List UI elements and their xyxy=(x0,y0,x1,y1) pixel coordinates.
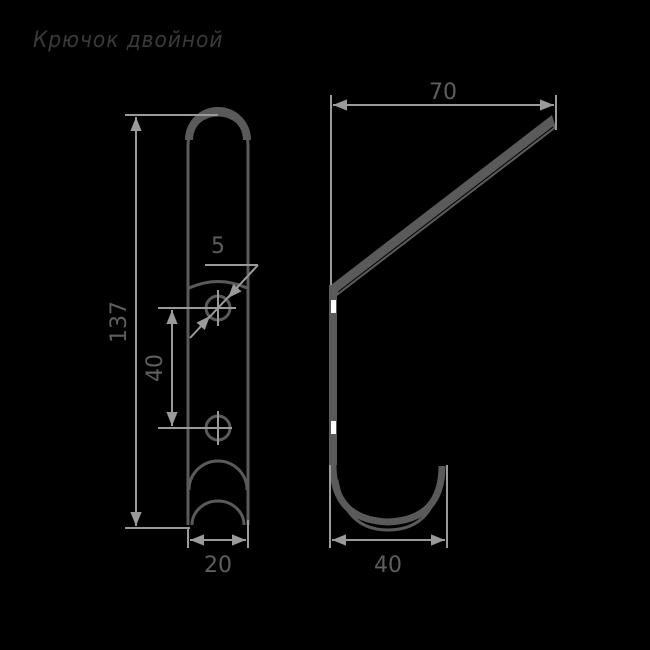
screw-slot-bottom xyxy=(331,421,336,434)
lower-hook-arc-inner xyxy=(190,499,246,526)
dim-reach: 70 xyxy=(429,80,457,105)
dim-hole-spacing: 40 xyxy=(143,354,168,382)
dim-height: 137 xyxy=(107,301,132,343)
upper-hook-arm xyxy=(331,115,556,296)
dim-lower-hook-width: 40 xyxy=(374,553,402,578)
screw-slot-top xyxy=(331,300,336,313)
upper-hook-arc xyxy=(188,280,248,290)
front-view: 137 40 5 20 xyxy=(107,107,259,578)
drawing-title: Крючок двойной xyxy=(33,28,224,53)
lower-hook-arc-outer xyxy=(187,459,249,491)
dim-hole-diameter: 5 xyxy=(211,234,225,259)
side-view: 70 40 xyxy=(329,80,557,578)
dim-width: 20 xyxy=(204,553,232,578)
mounting-hole-bottom xyxy=(200,411,232,445)
